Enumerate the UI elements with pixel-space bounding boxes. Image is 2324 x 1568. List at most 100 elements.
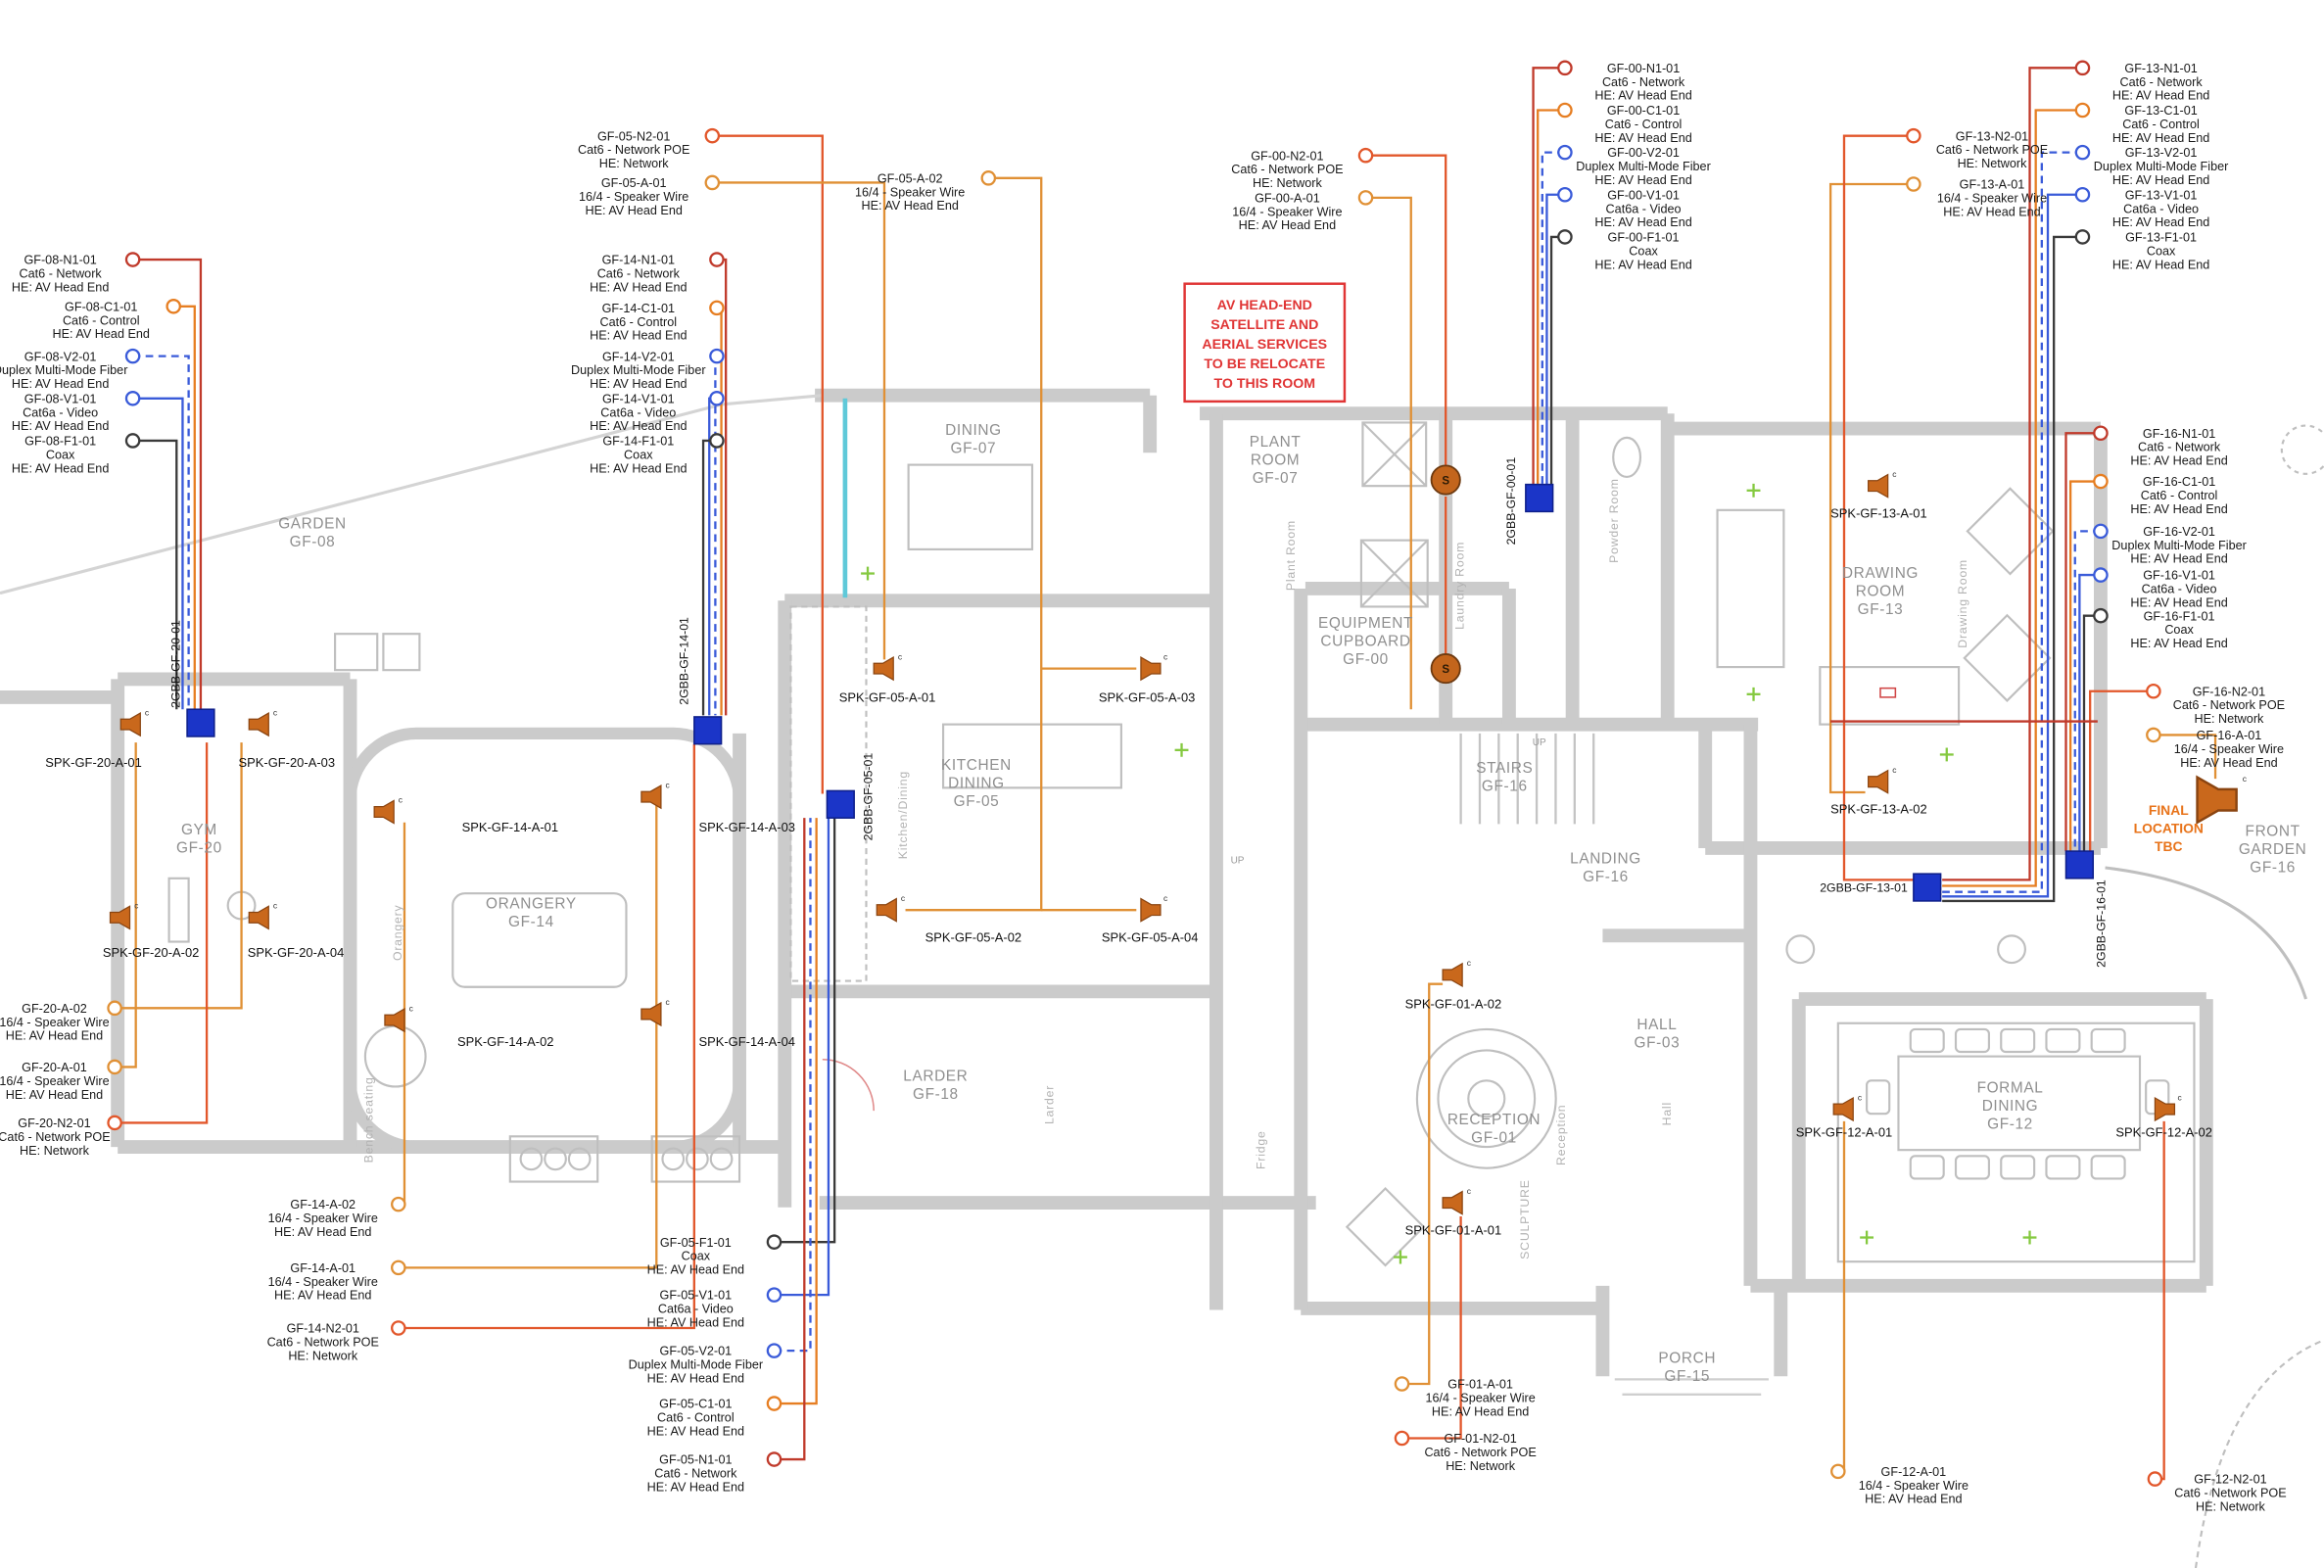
callout-line: GF-13-V2-01 <box>2125 146 2198 160</box>
speaker-label: SPK-GF-14-A-04 <box>699 1034 796 1049</box>
boundary-line <box>0 403 722 595</box>
callout-line: Cat6 - Control <box>2141 489 2218 502</box>
callout-line: Cat6 - Network <box>1602 75 1685 89</box>
panel-label: 2GBB-GF-20-01 <box>168 620 182 708</box>
callout-line: GF-14-C1-01 <box>602 302 675 315</box>
callout-line: GF-16-V1-01 <box>2143 569 2215 583</box>
room-label-line: DINING <box>1982 1098 2039 1115</box>
chair <box>2045 1155 2081 1180</box>
callout-line: Duplex Multi-Mode Fiber <box>0 363 127 377</box>
wire-network <box>774 818 806 1461</box>
wire-speaker_wire <box>1828 182 1914 794</box>
wire-speaker_wire <box>398 802 658 1269</box>
callout-line: 16/4 - Speaker Wire <box>579 190 688 204</box>
chair <box>2045 1027 2081 1054</box>
room-annotation-vertical: Plant Room <box>1284 520 1298 591</box>
wire-video <box>774 818 830 1297</box>
callout-line: GF-14-A-02 <box>290 1198 356 1212</box>
speaker-circuit-mark: c <box>273 901 278 911</box>
callout-terminal <box>2074 60 2091 76</box>
wire-speaker_wire <box>712 181 886 660</box>
callout-terminal <box>709 433 725 449</box>
callout-terminal <box>709 300 725 316</box>
panel-label: 2GBB-GF-16-01 <box>2095 879 2109 968</box>
room-label-line: GF-03 <box>1635 1034 1681 1051</box>
room-annotation-vertical: Laundry Room <box>1453 542 1467 630</box>
room-label-line: GF-13 <box>1858 601 1904 618</box>
callout-terminal <box>1357 147 1374 164</box>
callout-line: GF-05-C1-01 <box>659 1398 732 1411</box>
panel-box <box>186 708 215 737</box>
panel-label: 2GBB-GF-05-01 <box>862 753 876 841</box>
callout-line: GF-01-A-01 <box>1447 1378 1513 1392</box>
callout-terminal <box>2093 425 2109 442</box>
wire-speaker_wire <box>905 176 1043 912</box>
callout-line: Cat6 - Network POE <box>1231 163 1343 176</box>
callout-line: HE: AV Head End <box>2130 552 2227 566</box>
callout-line: GF-14-N2-01 <box>287 1322 359 1336</box>
speaker-label: SPK-GF-20-A-02 <box>103 945 199 960</box>
s-circle <box>1430 464 1461 496</box>
satellite-symbol: S <box>1430 464 1461 496</box>
callout-terminal <box>1906 176 1921 192</box>
callout-line: HE: AV Head End <box>1594 131 1691 145</box>
speaker-label: SPK-GF-20-A-03 <box>239 755 335 770</box>
chair <box>2090 1155 2126 1180</box>
callout-line: Cat6 - Network <box>654 1467 737 1481</box>
callout-line: 16/4 - Speaker Wire <box>1232 205 1342 218</box>
speaker-circuit-mark: c <box>2243 774 2248 784</box>
callout-terminal <box>391 1196 406 1212</box>
callout-terminal <box>1557 229 1573 245</box>
up-label: UP <box>1231 855 1245 866</box>
planter <box>334 633 379 672</box>
room-label-line: LANDING <box>1570 850 1641 867</box>
speaker-circuit-mark: c <box>1858 1092 1863 1102</box>
room-label-line: GYM <box>181 822 217 838</box>
room-annotation-vertical: Larder <box>1043 1085 1057 1124</box>
panel-box <box>1913 873 1942 902</box>
wire-fiber <box>132 355 190 710</box>
callout-line: GF-13-N1-01 <box>2124 62 2197 75</box>
speaker-circuit-mark: c <box>666 780 671 789</box>
speaker-icon <box>876 897 897 923</box>
callout-terminal <box>107 1115 122 1131</box>
reception-circle <box>1467 1079 1506 1118</box>
panel-2GBB-GF-00-01: 2GBB-GF-00-01 <box>1504 457 1554 545</box>
room-label-line: FRONT <box>2246 824 2300 840</box>
orangery-wall <box>344 727 746 1154</box>
callout-line: Duplex Multi-Mode Fiber <box>2111 539 2247 552</box>
callout-terminal <box>2093 567 2109 583</box>
speaker-icon <box>109 905 131 930</box>
wire-fiber <box>2073 530 2101 852</box>
speaker-circuit-mark: c <box>1163 651 1168 661</box>
note-box <box>1183 282 1347 404</box>
speaker-icon <box>384 1008 405 1033</box>
wire-network_poe <box>712 134 824 794</box>
callout-line: Cat6a - Video <box>1606 202 1682 215</box>
room-label-line: GF-07 <box>1253 470 1299 487</box>
wire-control <box>716 307 723 716</box>
callout-line: HE: Network <box>1958 157 2028 170</box>
room-label-line: GF-16 <box>1482 778 1528 794</box>
callout-line: GF-14-V2-01 <box>602 350 675 363</box>
room-label-line: DINING <box>945 422 1002 439</box>
